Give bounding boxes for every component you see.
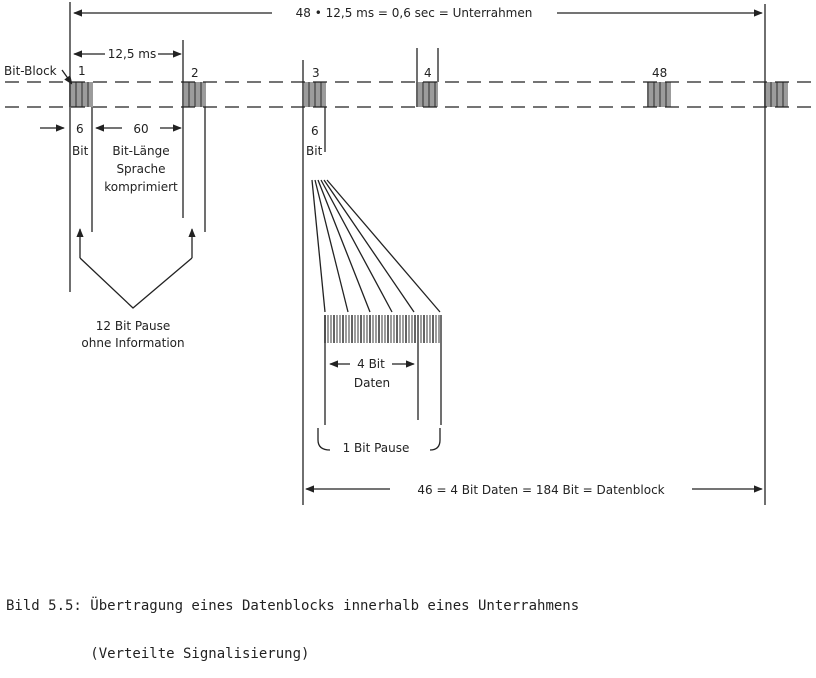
top-span-label: 48 • 12,5 ms = 0,6 sec = Unterrahmen [296, 6, 533, 20]
block-number-1: 1 [78, 64, 86, 78]
bit-block-4 [416, 82, 438, 107]
bit-block-2 [182, 82, 206, 107]
four-bit-label: 4 Bit [357, 357, 385, 371]
figure-caption: Bild 5.5: Übertragung eines Datenblocks … [6, 566, 579, 678]
fan-line-1 [311, 179, 326, 313]
bit-laenge-label: Bit-Länge [112, 144, 169, 158]
bit6-number-b: 6 [311, 124, 319, 138]
bit6-label-a: Bit [72, 144, 89, 158]
fan-line-6 [326, 179, 441, 313]
pause-1-label: 1 Bit Pause [343, 441, 410, 455]
fan-line-2 [314, 179, 349, 313]
sixty-label: 60 [133, 122, 148, 136]
caption-line-1: Bild 5.5: Übertragung eines Datenblocks … [6, 598, 580, 614]
block-number-48: 48 [652, 66, 667, 80]
caption-line-2: (Verteilte Signalisierung) [6, 646, 310, 662]
block-number-3: 3 [312, 66, 320, 80]
bit-block-next [764, 82, 788, 107]
bit-block-label: Bit-Block [4, 64, 57, 78]
fan-line-4 [320, 179, 393, 313]
pause-12-line1: 12 Bit Pause [96, 319, 170, 333]
bit-block-arrow [61, 69, 73, 85]
bit6-number-a: 6 [76, 122, 84, 136]
fan-line-5 [323, 179, 415, 313]
bottom-span-label: 46 = 4 Bit Daten = 184 Bit = Datenblock [417, 483, 664, 497]
pause-1-bracket [317, 428, 441, 451]
pause-pointer-join [79, 257, 193, 309]
frame-diagram: 48 • 12,5 ms = 0,6 sec = Unterrahmen 12,… [4, 2, 816, 505]
interval-label: 12,5 ms [108, 47, 156, 61]
bit-block-3 [302, 82, 326, 107]
bit-block-48 [647, 82, 671, 107]
fan-line-3 [317, 179, 371, 313]
block-number-4: 4 [424, 66, 432, 80]
bit6-label-b: Bit [306, 144, 323, 158]
block-number-2: 2 [191, 66, 199, 80]
data-block-zoom [324, 315, 440, 343]
daten-label: Daten [354, 376, 390, 390]
sprache-label: Sprache [116, 162, 165, 176]
pause-12-line2: ohne Information [81, 336, 184, 350]
bit-block-1 [69, 82, 93, 107]
komprimiert-label: komprimiert [104, 180, 178, 194]
